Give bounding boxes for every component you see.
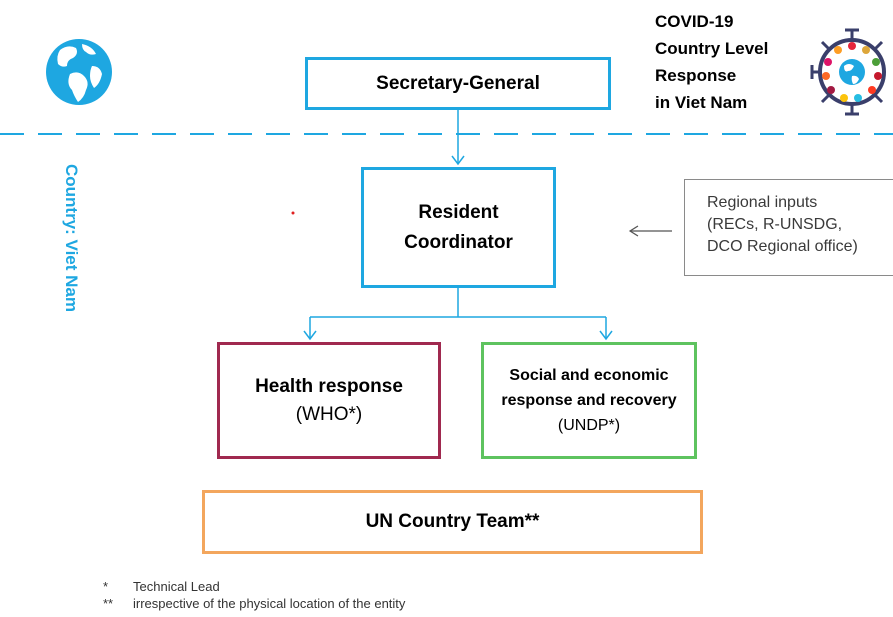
regional-line: Regional inputs	[707, 194, 818, 211]
un-country-team-node: UN Country Team**	[202, 490, 703, 554]
secretary-general-node: Secretary-General	[305, 57, 611, 110]
covid-title-line: Country Level	[655, 39, 769, 58]
country-label-text: Country: Viet Nam	[62, 164, 81, 312]
social-economic-title-line: response and recovery	[501, 392, 677, 409]
un-country-team-label: UN Country Team**	[365, 511, 540, 532]
covid-title: COVID-19 Country Level Response in Viet …	[655, 8, 805, 116]
arrowhead-rc	[451, 155, 465, 166]
health-response-node: Health response (WHO*)	[217, 342, 441, 459]
footnote-text: Technical Lead	[133, 579, 220, 594]
health-response-title: Health response	[255, 375, 403, 397]
resident-coordinator-line: Resident	[418, 201, 499, 223]
health-response-lead: (WHO*)	[295, 403, 363, 425]
social-economic-title-line: Social and economic	[509, 367, 669, 384]
regional-line: DCO Regional office)	[707, 238, 858, 255]
arrowhead-regional	[628, 225, 639, 237]
regional-inputs-node: Regional inputs (RECs, R-UNSDG, DCO Regi…	[684, 179, 893, 276]
footnote-mark: **	[103, 596, 114, 611]
covid-virus-icon	[810, 28, 886, 116]
resident-coordinator-node: Resident Coordinator	[361, 167, 556, 288]
footnote-mark: *	[103, 579, 109, 594]
social-economic-lead: (UNDP*)	[557, 417, 621, 434]
arrowhead-health	[303, 330, 317, 341]
country-side-label: Country: Viet Nam	[48, 160, 88, 360]
footnotes: * Technical Lead ** irrespective of the ph…	[103, 578, 405, 612]
footnote-item: ** irrespective of the physical location …	[103, 595, 405, 612]
globe-icon	[46, 39, 112, 105]
stray-dot	[291, 211, 295, 215]
regional-line: (RECs, R-UNSDG,	[707, 216, 843, 233]
arrowhead-social	[599, 330, 613, 341]
covid-title-line: COVID-19	[655, 12, 734, 31]
social-economic-node: Social and economic response and recover…	[481, 342, 697, 459]
covid-title-line: in Viet Nam	[655, 93, 748, 112]
covid-title-line: Response	[655, 66, 737, 85]
resident-coordinator-line: Coordinator	[404, 231, 513, 253]
secretary-general-label: Secretary-General	[376, 72, 540, 94]
footnote-item: * Technical Lead	[103, 578, 405, 595]
footnote-text: irrespective of the physical location of…	[133, 596, 406, 611]
